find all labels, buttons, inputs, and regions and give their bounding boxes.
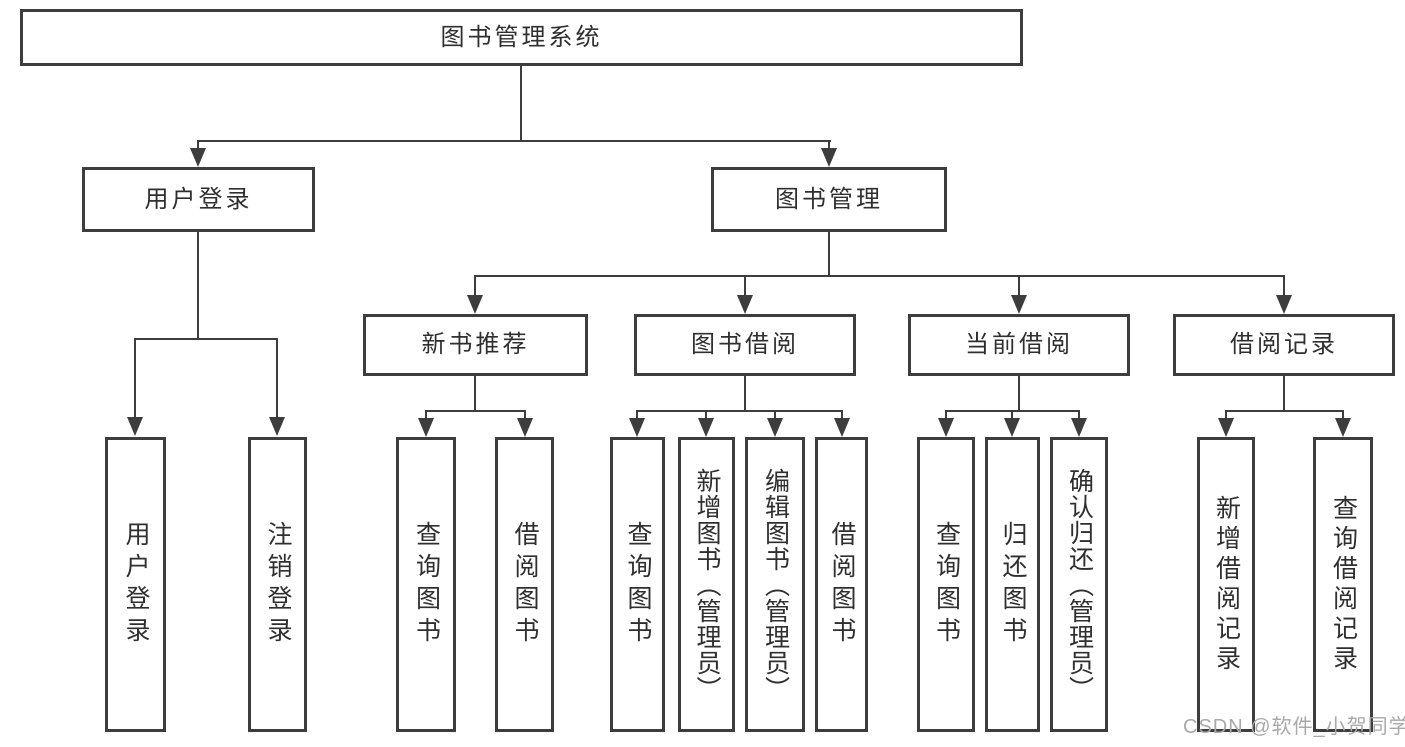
arrowhead-down-icon <box>834 418 850 437</box>
connector-line <box>945 410 947 419</box>
connector-line <box>744 275 746 296</box>
node-user-login-label: 用户登录 <box>144 185 253 213</box>
leaf-current-query-books: 查询图书 <box>917 437 975 732</box>
node-borrowing-records-label: 借阅记录 <box>1230 331 1338 358</box>
node-current-borrowing: 当前借阅 <box>908 314 1130 376</box>
leaf-logout-label: 注销登录 <box>264 520 292 649</box>
arrowhead-down-icon <box>1218 418 1234 437</box>
connector-line <box>1225 410 1227 419</box>
connector-line <box>636 410 843 412</box>
leaf-borrowing-borrow-books: 借阅图书 <box>815 437 868 732</box>
arrowhead-down-icon <box>467 295 483 314</box>
node-user-login: 用户登录 <box>82 167 315 232</box>
arrowhead-down-icon <box>269 417 285 436</box>
node-current-borrowing-label: 当前借阅 <box>965 331 1073 358</box>
node-book-borrowing-label: 图书借阅 <box>691 331 799 358</box>
connector-line <box>474 376 476 410</box>
leaf-borrowing-borrow-books-label: 借阅图书 <box>828 520 856 649</box>
leaf-borrowing-query-books-label: 查询图书 <box>624 520 652 649</box>
node-new-book-recommend: 新书推荐 <box>363 314 588 376</box>
connector-line <box>276 338 278 418</box>
connector-line <box>134 338 278 340</box>
leaf-recommend-borrow-books: 借阅图书 <box>495 437 554 732</box>
connector-line <box>1283 275 1285 296</box>
node-book-management: 图书管理 <box>711 167 947 232</box>
connector-line <box>474 275 476 296</box>
arrowhead-down-icon <box>938 418 954 437</box>
arrowhead-down-icon <box>127 417 143 436</box>
connector-line <box>197 140 831 142</box>
arrowhead-down-icon <box>1276 295 1292 314</box>
arrowhead-down-icon <box>821 148 837 167</box>
leaf-recommend-query-books: 查询图书 <box>396 437 456 732</box>
leaf-borrowing-query-books: 查询图书 <box>610 437 665 732</box>
leaf-user-login: 用户登录 <box>105 437 166 732</box>
leaf-confirm-return-admin-label: 确认归还（管理员） <box>1065 467 1094 702</box>
connector-line <box>774 410 776 419</box>
connector-line <box>744 376 746 410</box>
leaf-add-books-admin: 新增图书（管理员） <box>678 437 735 732</box>
connector-line <box>197 232 199 338</box>
node-root-label: 图书管理系统 <box>440 23 603 51</box>
arrowhead-down-icon <box>1004 418 1020 437</box>
leaf-query-borrow-record-label: 查询借阅记录 <box>1329 494 1358 675</box>
connector-line <box>828 140 830 150</box>
connector-line <box>1078 410 1080 419</box>
leaf-add-borrow-record: 新增借阅记录 <box>1197 437 1255 732</box>
arrowhead-down-icon <box>1335 418 1351 437</box>
leaf-query-borrow-record: 查询借阅记录 <box>1313 437 1373 732</box>
node-root: 图书管理系统 <box>20 9 1023 66</box>
leaf-logout: 注销登录 <box>248 437 307 732</box>
leaf-add-books-admin-label: 新增图书（管理员） <box>693 467 721 702</box>
arrowhead-down-icon <box>1011 295 1027 314</box>
connector-line <box>520 66 522 140</box>
connector-line <box>841 410 843 419</box>
connector-line <box>1011 410 1013 419</box>
connector-line <box>524 410 526 419</box>
node-new-book-recommend-label: 新书推荐 <box>421 331 530 358</box>
leaf-edit-books-admin-label: 编辑图书（管理员） <box>761 467 790 702</box>
arrowhead-down-icon <box>190 148 206 167</box>
arrowhead-down-icon <box>517 418 533 437</box>
node-book-management-label: 图书管理 <box>775 185 883 213</box>
connector-line <box>1225 410 1344 412</box>
arrowhead-down-icon <box>418 418 434 437</box>
arrowhead-down-icon <box>767 418 783 437</box>
connector-line <box>1018 275 1020 296</box>
leaf-add-borrow-record-label: 新增借阅记录 <box>1212 494 1241 675</box>
connector-line <box>1018 376 1020 410</box>
connector-line <box>1283 376 1285 410</box>
connector-line <box>636 410 638 419</box>
arrowhead-down-icon <box>1071 418 1087 437</box>
connector-line <box>474 275 1284 277</box>
connector-line <box>1342 410 1344 419</box>
leaf-return-books: 归还图书 <box>985 437 1040 732</box>
arrowhead-down-icon <box>629 418 645 437</box>
leaf-return-books-label: 归还图书 <box>999 520 1027 649</box>
connector-line <box>705 410 707 419</box>
leaf-user-login-label: 用户登录 <box>122 520 150 649</box>
leaf-edit-books-admin: 编辑图书（管理员） <box>745 437 805 732</box>
connector-line <box>425 410 526 412</box>
connector-line <box>425 410 427 419</box>
node-book-borrowing: 图书借阅 <box>634 314 856 376</box>
leaf-recommend-borrow-books-label: 借阅图书 <box>511 520 539 649</box>
connector-line <box>197 140 199 150</box>
node-borrowing-records: 借阅记录 <box>1173 314 1395 376</box>
connector-line <box>134 338 136 418</box>
leaf-recommend-query-books-label: 查询图书 <box>412 520 441 649</box>
arrowhead-down-icon <box>698 418 714 437</box>
csdn-watermark: CSDN @软件_小贺同学 <box>1183 716 1405 738</box>
arrowhead-down-icon <box>737 295 753 314</box>
leaf-confirm-return-admin: 确认归还（管理员） <box>1050 437 1108 732</box>
leaf-current-query-books-label: 查询图书 <box>932 520 961 649</box>
connector-line <box>828 232 830 275</box>
